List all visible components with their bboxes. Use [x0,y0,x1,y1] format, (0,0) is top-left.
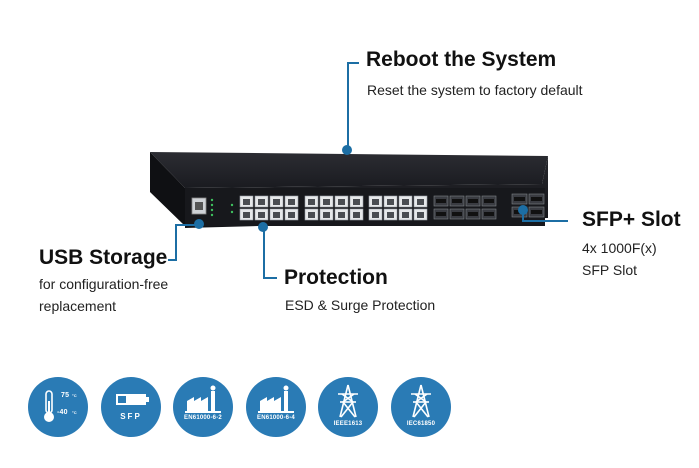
reboot-title: Reboot the System [366,48,557,71]
ieee1613-label: IEEE1613 [333,421,363,427]
sfp-badge: SFP [101,377,161,437]
chassis-top [150,152,548,188]
protection-leader-tick [263,277,277,279]
reboot-pointer-dot [342,145,352,155]
sfp-slot-desc-line1: 4x 1000F(x) [582,240,657,256]
en61000-6-4-badge: EN61000-6-4 [246,377,306,437]
sfp-pointer-dot [518,205,528,215]
usb-desc-line1: for configuration-free [39,276,169,292]
sfp-slot-title: SFP+ Slot [582,208,681,231]
protection-desc: ESD & Surge Protection [285,297,436,313]
temp-low: -40 [57,409,68,416]
sfp-leader-tick [522,220,568,222]
ieee1613-badge: IEEE1613 [318,377,378,437]
transmission-tower-icon [411,384,431,418]
thermometer-icon [44,390,54,422]
usb-desc-line2: replacement [39,298,117,314]
reboot-desc: Reset the system to factory default [367,82,583,98]
reboot-leader [347,62,349,150]
sfp-ports [433,195,497,220]
en61000-6-2-label: EN61000-6-2 [184,415,222,421]
en61000-6-2-badge: EN61000-6-2 [173,377,233,437]
sfp-module-icon [116,394,149,405]
sfp-leader [522,210,524,222]
front-panel [185,188,545,226]
iec61850-badge: IEC61850 [391,377,451,437]
usb-leader-top [175,224,199,226]
factory-icon [185,385,221,413]
protection-leader [263,228,265,278]
usb-leader [175,224,177,260]
usb-leader-tick [168,259,177,261]
protection-title: Protection [284,266,388,289]
temp-low-unit: °C [72,410,77,415]
temp-high-unit: °C [72,393,77,398]
usb-pointer-dot [194,219,204,229]
temp-high: 75 [61,392,70,399]
usb-title: USB Storage [39,246,168,269]
transmission-tower-icon [338,384,358,418]
reboot-leader-tick [347,62,359,64]
chassis-side [150,152,185,226]
sfp-label: SFP [120,412,142,421]
protection-pointer-dot [258,222,268,232]
factory-icon [258,385,294,413]
temperature-badge: 75 °C -40 °C [28,377,88,437]
sfp-slot-desc-line2: SFP Slot [582,262,637,278]
iec61850-label: IEC61850 [406,421,436,427]
rj45-ports [239,195,428,221]
en61000-6-4-label: EN61000-6-4 [257,415,295,421]
status-leds [210,198,234,217]
